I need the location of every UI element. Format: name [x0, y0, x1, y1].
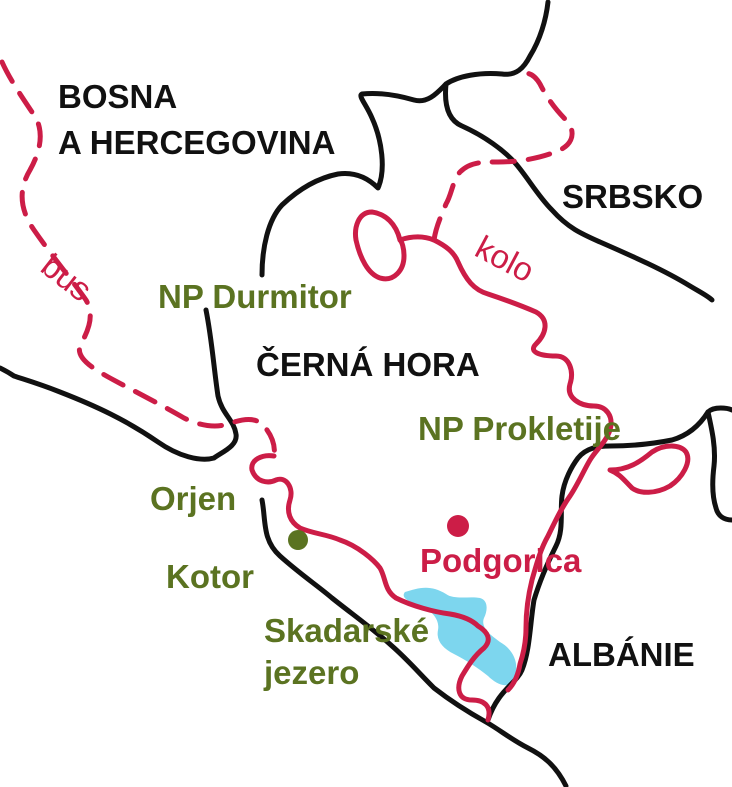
bike-route-upper — [431, 70, 575, 243]
label-montenegro: ČERNÁ HORA — [256, 346, 480, 383]
border-albania — [485, 405, 732, 723]
label-skadar-line2: jezero — [264, 654, 360, 691]
label-durmitor: NP Durmitor — [158, 278, 352, 315]
label-orjen: Orjen — [150, 480, 237, 517]
border-north — [259, 0, 551, 278]
border-serbia — [443, 81, 715, 303]
border-west — [0, 307, 239, 462]
bike-route-north — [397, 234, 614, 693]
podgorica-marker — [447, 515, 469, 537]
label-skadar-line1: Skadarské — [264, 612, 430, 649]
label-bih-line2: A HERCEGOVINA — [58, 124, 336, 161]
kotor-marker — [288, 530, 308, 550]
border-east — [705, 409, 732, 523]
label-podgorica: Podgorica — [420, 542, 582, 579]
label-serbia: SRBSKO — [562, 178, 704, 215]
bike-route-coast — [249, 453, 492, 723]
routes — [0, 59, 691, 723]
bike-route-loop-north — [353, 209, 407, 282]
bike-route-loop-south — [607, 443, 691, 495]
label-albania: ALBÁNIE — [548, 636, 695, 673]
label-prokletije: NP Prokletije — [418, 410, 621, 447]
bus-route — [0, 59, 277, 459]
label-bih-line1: BOSNA — [58, 78, 178, 115]
border-coast — [259, 497, 569, 787]
label-kotor: Kotor — [166, 558, 254, 595]
